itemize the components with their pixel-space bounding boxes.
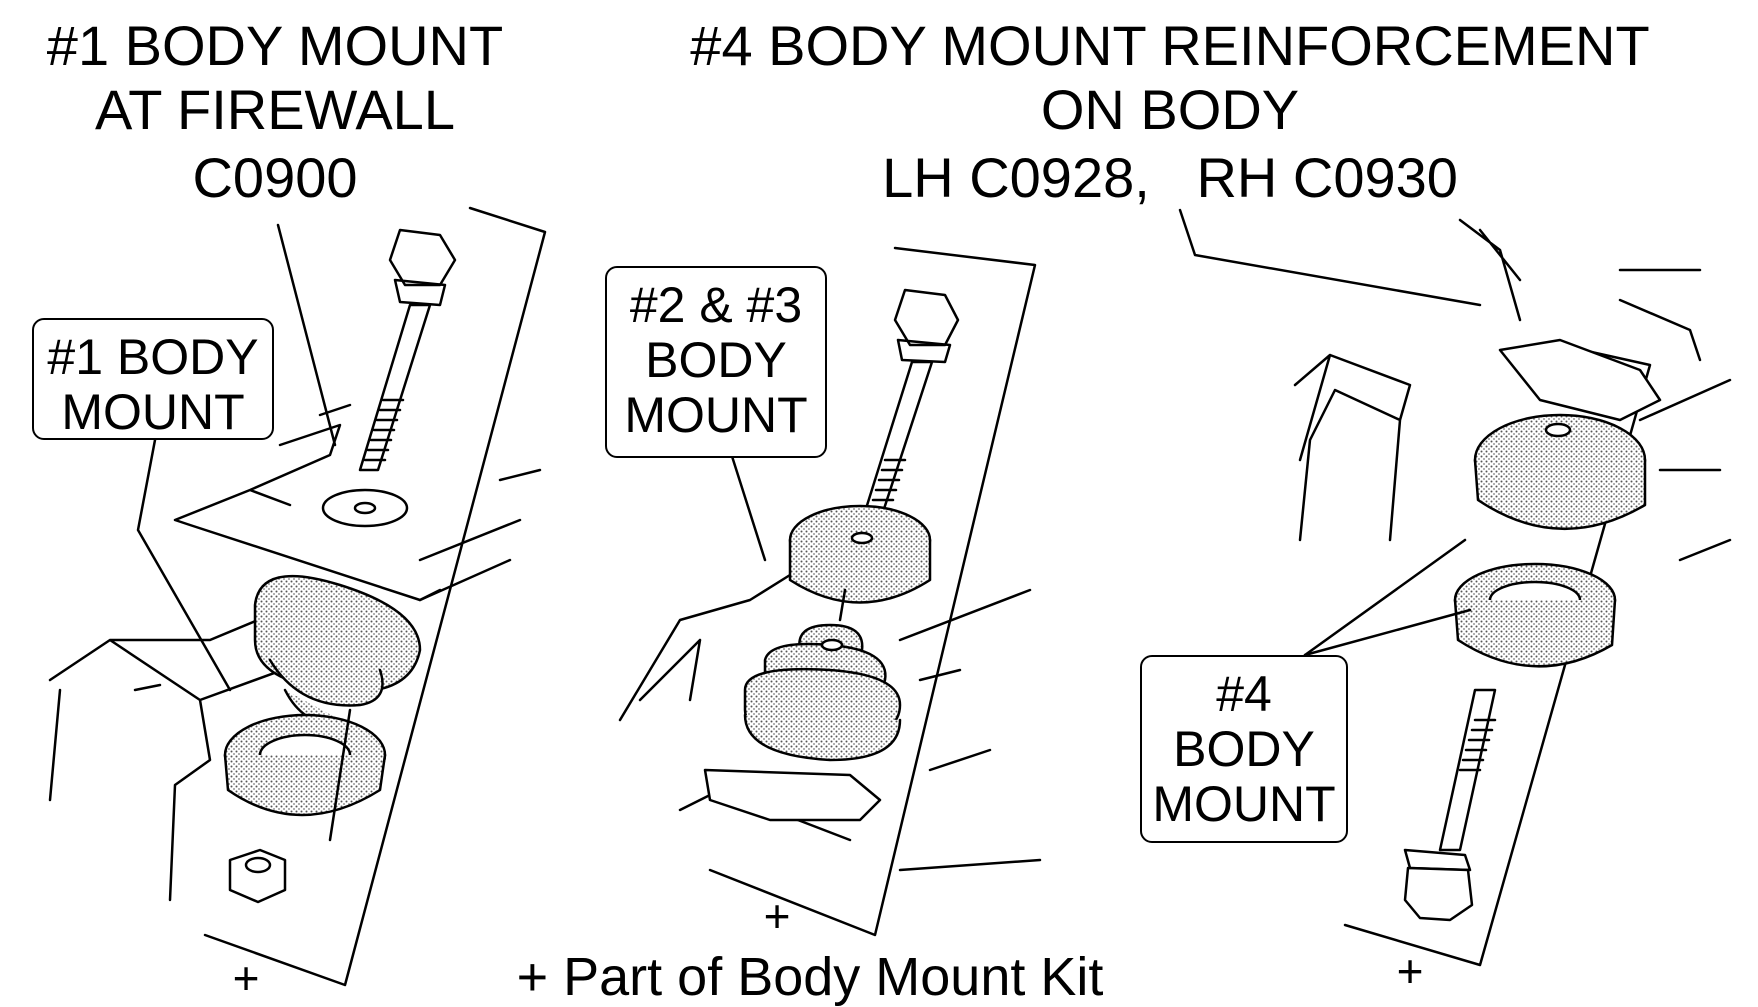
panel-4-lower-cushion — [1453, 562, 1617, 668]
callout-mount23-line3: MOUNT — [624, 387, 808, 443]
panel-2-3-lower-cushion — [743, 623, 902, 762]
panel-4-body-mount — [1293, 218, 1732, 967]
heading-mount4-subtitle: ON BODY — [1040, 78, 1300, 141]
leader-c0928 — [1178, 208, 1482, 307]
kit-mark-right: + — [1396, 945, 1424, 997]
leader-mount4a — [1303, 538, 1467, 657]
panel-2-3-retainer — [703, 768, 882, 822]
callout-mount1: #1 BODY MOUNT — [32, 318, 274, 440]
panel-4-border — [1343, 343, 1652, 967]
leader-mount4b — [1303, 608, 1472, 657]
callout-mount1-line2: MOUNT — [61, 384, 245, 440]
heading-mount1-part-number: C0900 — [192, 146, 358, 209]
panel-1-bolt — [358, 228, 457, 472]
callout-mount4-line3: MOUNT — [1152, 776, 1336, 832]
panel-4-reinforcement — [1498, 338, 1662, 422]
panel-1-frame — [48, 468, 542, 902]
callout-mount4-line1: #4 — [1216, 666, 1272, 722]
callout-mount23: #2 & #3 BODY MOUNT — [605, 266, 827, 458]
heading-mount4-part-numbers: LH C0928, RH C0930 — [882, 146, 1458, 209]
panel-1-upper-cushion — [253, 574, 422, 727]
panel-4-frame — [1293, 218, 1732, 562]
panel-1-bracket — [173, 403, 442, 602]
callout-mount23-line1: #2 & #3 — [629, 277, 803, 333]
panel-2-3-upper-cushion — [788, 504, 932, 604]
leader-c0900 — [276, 223, 337, 447]
heading-mount4-title: #4 BODY MOUNT REINFORCEMENT — [690, 14, 1650, 77]
callout-mount1-line1: #1 BODY — [47, 329, 259, 385]
callout-mount4-line2: BODY — [1173, 721, 1315, 777]
kit-mark-middle: + — [763, 890, 791, 942]
panel-1-washer — [321, 488, 409, 528]
panel-1-lower-cushion — [223, 713, 387, 817]
panel-1-nut — [228, 848, 287, 904]
panel-2-3-body-mount — [618, 246, 1042, 937]
leader-mount1 — [136, 438, 232, 692]
heading-mount1-subtitle: AT FIREWALL — [95, 78, 455, 141]
leader-mount23 — [728, 448, 767, 562]
footnote-kit: + Part of Body Mount Kit — [516, 947, 1104, 1007]
panel-2-3-bolt — [862, 288, 960, 517]
panel-4-bolt — [1403, 688, 1497, 922]
heading-mount1-title: #1 BODY MOUNT — [46, 14, 504, 77]
panel-4-upper-cushion — [1473, 413, 1647, 530]
callout-mount23-line2: BODY — [645, 332, 787, 388]
panel-2-3-border — [708, 246, 1037, 937]
kit-mark-left: + — [232, 952, 260, 1004]
panel-1-border — [203, 206, 547, 987]
panel-1-body-mount — [48, 206, 547, 987]
callout-mount4: #4 BODY MOUNT — [1140, 655, 1348, 843]
